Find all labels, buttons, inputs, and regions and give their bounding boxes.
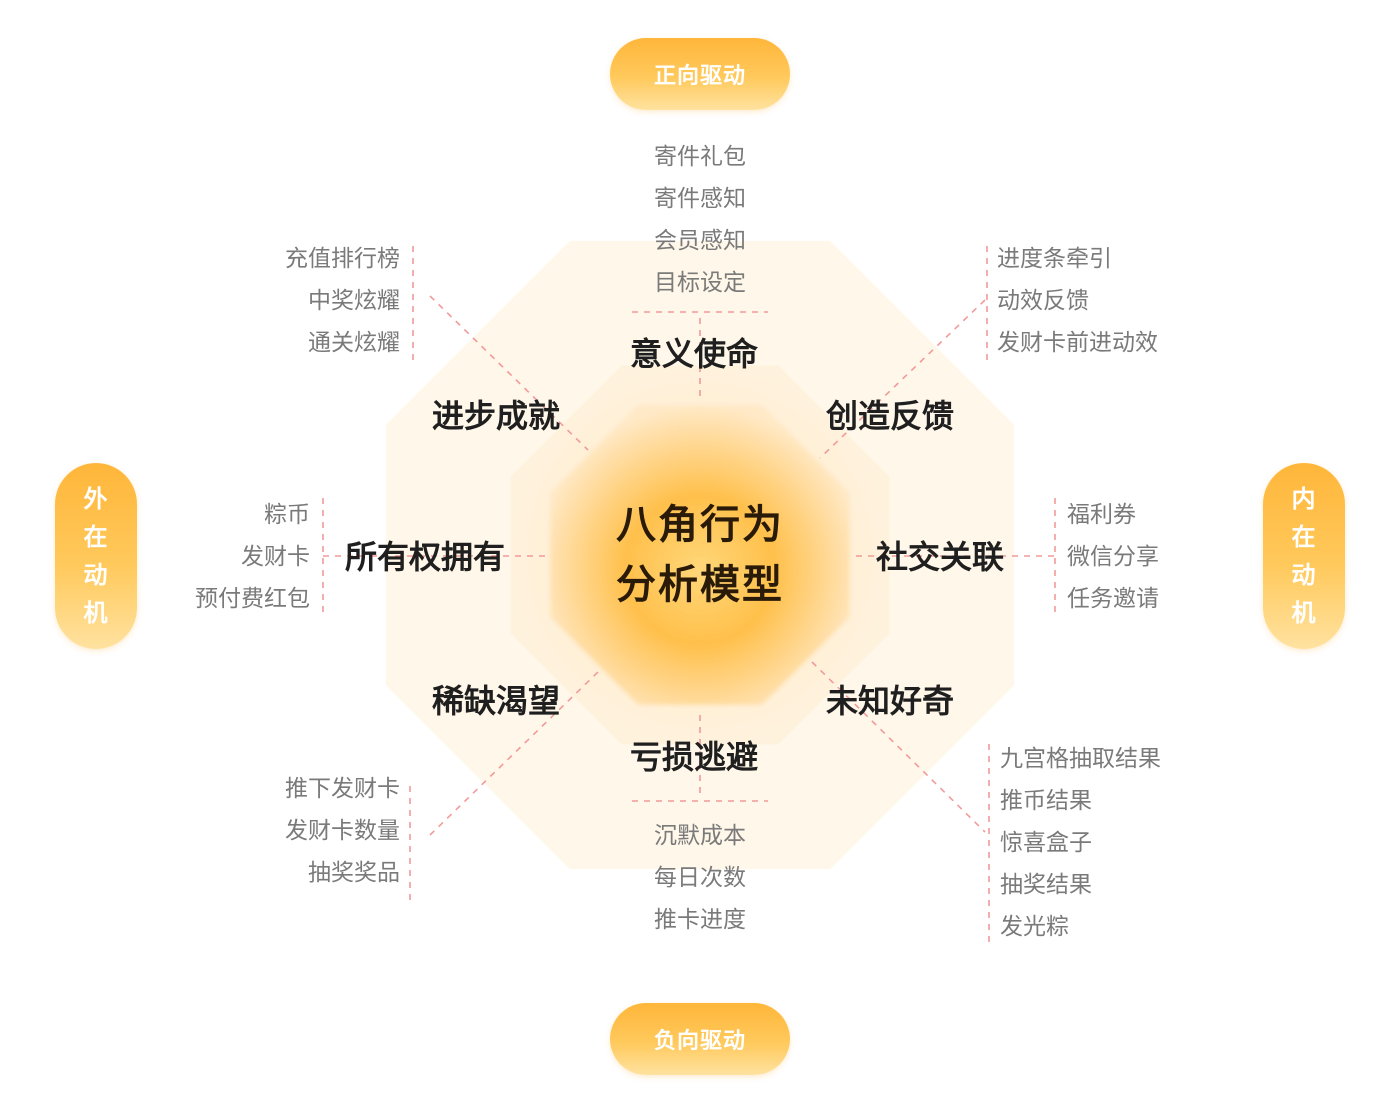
list-item: 惊喜盒子 (1000, 830, 1092, 856)
list-item: 九宫格抽取结果 (1000, 746, 1161, 772)
list-item: 抽奖奖品 (308, 860, 400, 886)
list-left: 粽币 发财卡 预付费红包 (160, 494, 310, 620)
drive-feedback: 创造反馈 (826, 397, 955, 435)
guide-line-bottom-right (811, 661, 986, 833)
list-item: 发光粽 (1000, 914, 1069, 940)
list-top: 寄件礼包 寄件感知 会员感知 目标设定 (620, 136, 780, 304)
intrinsic-char-1: 内 (1291, 485, 1317, 513)
list-item: 充值排行榜 (285, 246, 400, 272)
intrinsic-motivation-pill: 内 在 动 机 (1263, 463, 1345, 649)
list-item: 发财卡前进动效 (997, 330, 1158, 356)
list-bottom-left: 推下发财卡 发财卡数量 抽奖奖品 (250, 768, 400, 894)
list-right: 福利券 微信分享 任务邀请 (1067, 494, 1159, 620)
list-item: 抽奖结果 (1000, 872, 1092, 898)
list-item: 沉默成本 (654, 823, 746, 849)
guide-line-bottom-left (429, 671, 599, 836)
list-item: 预付费红包 (195, 586, 310, 612)
list-item: 进度条牵引 (997, 246, 1112, 272)
drive-avoidance: 亏损逃避 (630, 738, 759, 776)
list-item: 福利券 (1067, 502, 1136, 528)
extrinsic-char-1: 外 (83, 485, 109, 513)
negative-drive-pill: 负向驱动 (610, 1003, 790, 1075)
extrinsic-char-3: 动 (83, 561, 109, 589)
drive-achievement: 进步成就 (432, 397, 561, 435)
intrinsic-char-4: 机 (1291, 599, 1317, 627)
extrinsic-char-2: 在 (83, 523, 109, 551)
extrinsic-motivation-pill: 外 在 动 机 (55, 463, 137, 649)
drive-curiosity: 未知好奇 (826, 682, 955, 720)
list-item: 每日次数 (654, 865, 746, 891)
list-item: 中奖炫耀 (308, 288, 400, 314)
intrinsic-char-3: 动 (1291, 561, 1317, 589)
list-item: 通关炫耀 (308, 330, 400, 356)
list-item: 会员感知 (654, 228, 746, 254)
guide-line-top-left (429, 295, 589, 451)
guide-line-top-right (819, 299, 986, 459)
list-item: 目标设定 (654, 270, 746, 296)
positive-drive-pill: 正向驱动 (610, 38, 790, 110)
negative-drive-label: 负向驱动 (653, 1029, 746, 1054)
drive-scarcity: 稀缺渴望 (432, 682, 561, 720)
drive-meaning: 意义使命 (630, 335, 759, 373)
list-top-left: 充值排行榜 中奖炫耀 通关炫耀 (250, 238, 400, 364)
list-bottom-right: 九宫格抽取结果 推币结果 惊喜盒子 抽奖结果 发光粽 (1000, 738, 1161, 948)
drive-social: 社交关联 (876, 538, 1005, 576)
list-item: 动效反馈 (997, 288, 1089, 314)
drive-ownership: 所有权拥有 (345, 538, 506, 576)
list-item: 推卡进度 (654, 907, 746, 933)
extrinsic-char-4: 机 (83, 599, 109, 627)
list-item: 粽币 (264, 502, 310, 528)
list-item: 寄件礼包 (654, 144, 746, 170)
intrinsic-char-2: 在 (1291, 523, 1317, 551)
list-item: 微信分享 (1067, 544, 1159, 570)
core-title-line-1: 八角行为 (616, 502, 784, 548)
list-item: 发财卡数量 (285, 818, 400, 844)
positive-drive-label: 正向驱动 (653, 64, 746, 89)
core-title-line-2: 分析模型 (616, 562, 784, 608)
list-item: 寄件感知 (654, 186, 746, 212)
list-item: 推币结果 (1000, 788, 1092, 814)
list-top-right: 进度条牵引 动效反馈 发财卡前进动效 (997, 238, 1158, 364)
list-bottom: 沉默成本 每日次数 推卡进度 (620, 815, 780, 941)
core-title: 八角行为 分析模型 (560, 495, 840, 615)
core-octagon (550, 405, 850, 705)
list-item: 推下发财卡 (285, 776, 400, 802)
list-item: 任务邀请 (1067, 586, 1159, 612)
list-item: 发财卡 (241, 544, 310, 570)
